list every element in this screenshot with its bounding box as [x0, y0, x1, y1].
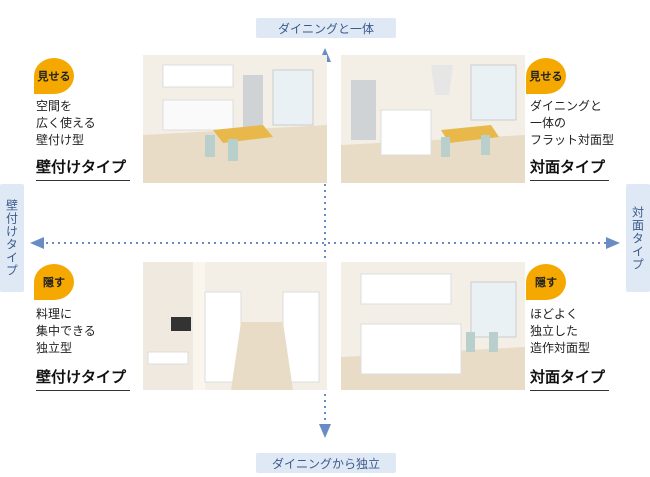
badge-show-top-right: 見せる — [526, 58, 566, 94]
kitchen-photo-face-open — [341, 55, 525, 183]
arrow-right-icon — [606, 237, 620, 249]
kitchen-photo-wall-open — [143, 55, 327, 183]
axis-label-top: ダイニングと一体 — [256, 18, 396, 38]
badge-hide-bottom-right: 隠す — [526, 264, 566, 300]
badge-show-top-left: 見せる — [34, 58, 74, 94]
kitchen-photo-face-closed — [341, 262, 525, 390]
axis-label-bottom: ダイニングから独立 — [256, 453, 396, 473]
description-bottom-right: ほどよく 独立した 造作対面型 — [530, 307, 591, 355]
type-label-top-left: 壁付けタイプ — [36, 156, 131, 181]
description-top-left: 空間を 広く使える 壁付け型 — [36, 99, 96, 147]
arrow-left-icon — [30, 237, 44, 249]
axis-label-right: 対面タイプ — [626, 184, 650, 292]
description-top-right: ダイニングと 一体の フラット対面型 — [530, 99, 615, 147]
type-label-bottom-left: 壁付けタイプ — [36, 366, 131, 391]
arrow-down-icon — [319, 424, 331, 438]
description-bottom-left: 料理に 集中できる 独立型 — [36, 307, 96, 355]
kitchen-photo-wall-closed — [143, 262, 327, 390]
type-label-bottom-right: 対面タイプ — [530, 366, 610, 391]
badge-hide-bottom-left: 隠す — [34, 264, 74, 300]
type-label-top-right: 対面タイプ — [530, 156, 610, 181]
axis-label-left: 壁付けタイプ — [0, 184, 24, 292]
